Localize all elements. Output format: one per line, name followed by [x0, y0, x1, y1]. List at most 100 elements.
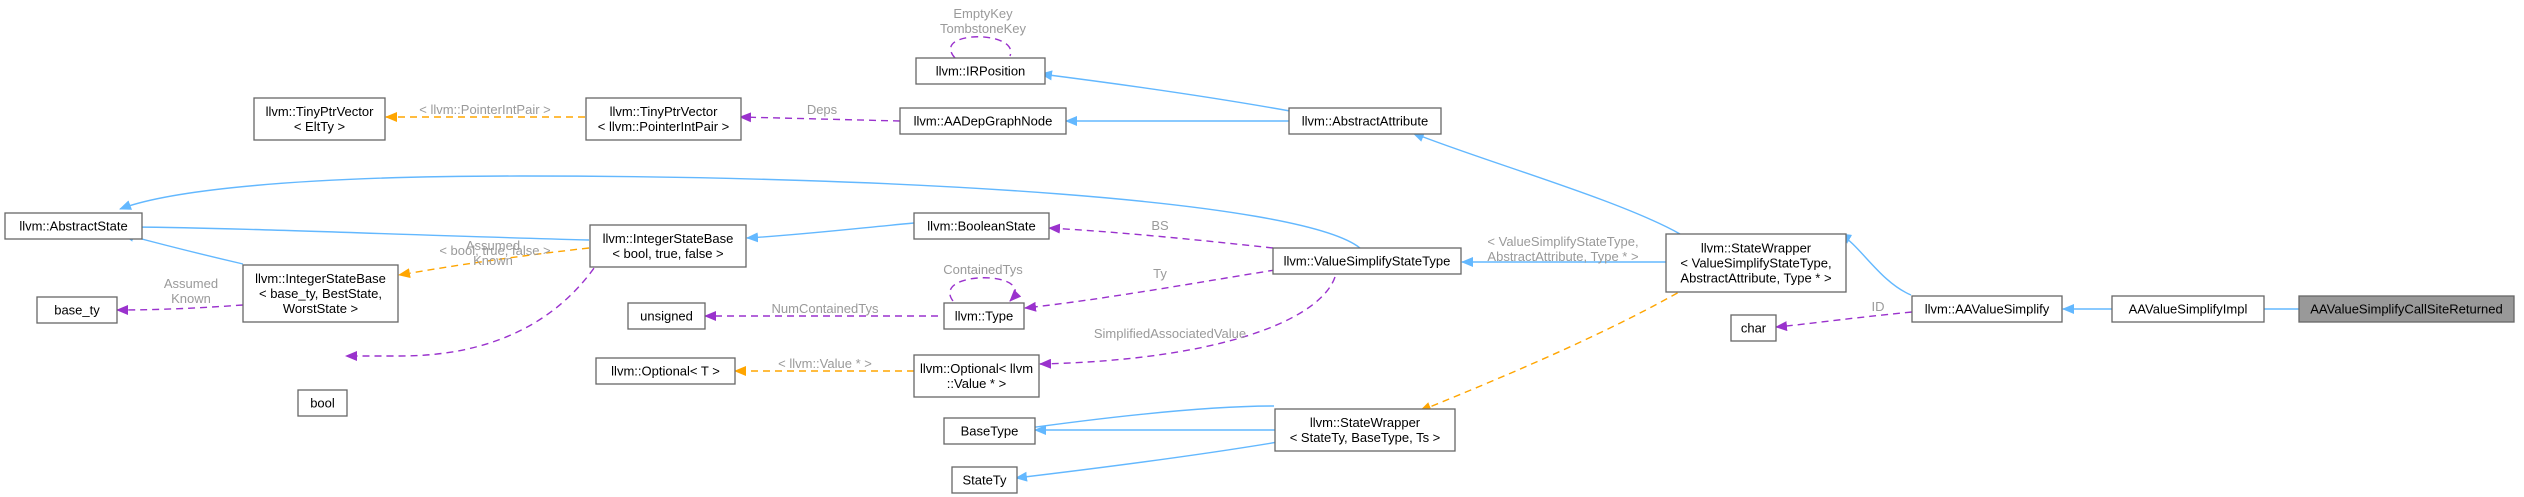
class-node-box [585, 97, 742, 141]
class-node-box [1911, 295, 2063, 323]
class-node-box [297, 389, 348, 417]
edge-label-pointer-int-pair: < llvm::PointerIntPair > [419, 102, 551, 117]
edge-statety-to-statewrapper [1015, 441, 1279, 482]
class-node-box [915, 57, 1046, 85]
edge-usage-assumed-bool [345, 247, 608, 361]
class-node-box [913, 354, 1040, 398]
class-node-tiny-ptr-vector-eltty[interactable]: llvm::TinyPtrVector< EltTy > [253, 97, 386, 141]
class-node-aavalue-simplify-impl[interactable]: AAValueSimplifyImpl [2111, 295, 2265, 323]
class-node-optional-value[interactable]: llvm::Optional< llvm::Value * > [913, 354, 1040, 398]
class-node-unsigned[interactable]: unsigned [627, 302, 706, 330]
class-node-box [595, 357, 736, 385]
edge-usage-char-id [1775, 311, 1913, 332]
class-node-label: llvm::AADepGraphNode [914, 114, 1053, 129]
class-node-state-wrapper-generic[interactable]: llvm::StateWrapper< StateTy, BaseType, T… [1274, 408, 1456, 452]
edge-abstractstate-to-isb-bool [130, 222, 590, 241]
class-node-box [1665, 233, 1847, 293]
edge-usage-assumed-generic [116, 304, 244, 315]
class-node-aavalue-simplify-call-site-returned[interactable]: AAValueSimplifyCallSiteReturned [2298, 295, 2515, 323]
class-node-base-type[interactable]: BaseType [943, 417, 1036, 445]
class-node-box [951, 466, 1018, 494]
edge-label-ty: Ty [1153, 266, 1167, 281]
edge-usage-simplified [1039, 276, 1336, 369]
class-node-label: bool [310, 396, 335, 411]
edge-label-bs: BS [1151, 218, 1169, 233]
edge-label-assumed-known-left: Assumed [164, 276, 218, 291]
class-node-box [1272, 247, 1462, 275]
class-node-label: base_ty [54, 303, 100, 318]
class-node-box [943, 302, 1025, 330]
edge-statewrapper-to-aavaluesimplify [1839, 233, 1912, 296]
class-node-base-ty[interactable]: base_ty [36, 296, 118, 324]
edge-usage-contained-tys [949, 277, 1022, 302]
edge-label-vsst-template-args: AbstractAttribute, Type * > [1487, 249, 1638, 264]
class-node-state-wrapper-vsst[interactable]: llvm::StateWrapper< ValueSimplifyStateTy… [1665, 233, 1847, 293]
class-node-label: llvm::BooleanState [927, 219, 1035, 234]
class-node-box [913, 212, 1050, 240]
edge-template-bool-true-false [398, 247, 590, 279]
class-node-box [2298, 295, 2515, 323]
edge-label-vsst-template-args: < ValueSimplifyStateType, [1487, 234, 1638, 249]
class-node-label: llvm::AbstractState [19, 219, 127, 234]
nodes-layer: AAValueSimplifyCallSiteReturned AAValueSi… [4, 57, 2515, 494]
class-node-label: llvm::IRPosition [936, 64, 1026, 79]
class-node-label: llvm::ValueSimplifyStateType [1284, 254, 1451, 269]
class-node-tiny-ptr-vector-pip[interactable]: llvm::TinyPtrVector< llvm::PointerIntPai… [585, 97, 742, 141]
edge-label-id: ID [1872, 299, 1885, 314]
edge-usage-deps [739, 112, 901, 123]
class-node-integer-state-base-bool[interactable]: llvm::IntegerStateBase< bool, true, fals… [589, 224, 747, 268]
class-node-box [589, 224, 747, 268]
class-node-abstract-state[interactable]: llvm::AbstractState [4, 212, 143, 240]
class-node-box [899, 107, 1067, 135]
class-node-abstract-attribute[interactable]: llvm::AbstractAttribute [1288, 107, 1442, 135]
class-node-label: < ValueSimplifyStateType, [1680, 256, 1831, 271]
class-node-state-ty[interactable]: StateTy [951, 466, 1018, 494]
class-node-label: < StateTy, BaseType, Ts > [1290, 430, 1441, 445]
edge-usage-irposition-self [951, 36, 1012, 60]
class-node-label: < EltTy > [294, 119, 345, 134]
edge-abstractattribute-to-statewrapper [1412, 132, 1681, 235]
edge-usage-ty [1024, 269, 1276, 312]
edges-layer [116, 36, 2299, 482]
class-node-label: llvm::AAValueSimplify [1925, 302, 2050, 317]
class-node-box [4, 212, 143, 240]
class-node-type[interactable]: llvm::Type [943, 302, 1025, 330]
class-node-box [242, 264, 399, 323]
class-node-char[interactable]: char [1730, 314, 1777, 342]
class-node-label: llvm::Optional< llvm [920, 361, 1033, 376]
edge-isb-bool-to-booleanstate [746, 222, 915, 243]
class-node-label: llvm::StateWrapper [1310, 415, 1421, 430]
class-node-aavalue-simplify[interactable]: llvm::AAValueSimplify [1911, 295, 2063, 323]
class-node-ir-position[interactable]: llvm::IRPosition [915, 57, 1046, 85]
class-node-label: AAValueSimplifyImpl [2129, 302, 2248, 317]
class-node-label: unsigned [640, 309, 693, 324]
class-node-integer-state-base-generic[interactable]: llvm::IntegerStateBase< base_ty, BestSta… [242, 264, 399, 323]
class-node-label: ::Value * > [947, 376, 1006, 391]
class-node-box [1730, 314, 1777, 342]
class-node-label: llvm::TinyPtrVector [266, 104, 375, 119]
class-node-optional-t[interactable]: llvm::Optional< T > [595, 357, 736, 385]
class-node-aadep-graph-node[interactable]: llvm::AADepGraphNode [899, 107, 1067, 135]
edge-label-assumed-known-left: Known [171, 291, 211, 306]
class-node-value-simplify-state-type[interactable]: llvm::ValueSimplifyStateType [1272, 247, 1462, 275]
edge-label-bool-true-false: < bool, true, false > [439, 243, 550, 258]
class-node-box [1274, 408, 1456, 452]
class-node-boolean-state[interactable]: llvm::BooleanState [913, 212, 1050, 240]
class-node-box [627, 302, 706, 330]
class-node-label: < llvm::PointerIntPair > [598, 119, 730, 134]
class-node-bool[interactable]: bool [297, 389, 348, 417]
class-node-label: BaseType [961, 424, 1019, 439]
edge-label-assumed-known-bool: Known [473, 253, 513, 268]
edge-label-deps: Deps [807, 102, 838, 117]
class-node-label: < base_ty, BestState, [259, 286, 382, 301]
class-node-label: StateTy [962, 473, 1007, 488]
edge-booleanstate-to-vsst [1013, 405, 1275, 434]
edge-usage-bs [1048, 223, 1274, 249]
class-node-label: AbstractAttribute, Type * > [1680, 271, 1831, 286]
class-node-box [2111, 295, 2265, 323]
edge-template-vsst-args [1419, 261, 1730, 412]
class-node-box [36, 296, 118, 324]
edge-label-empty-key: TombstoneKey [940, 21, 1026, 36]
edge-irposition-to-abstractattribute [1040, 70, 1291, 112]
class-node-label: WorstState > [283, 301, 358, 316]
